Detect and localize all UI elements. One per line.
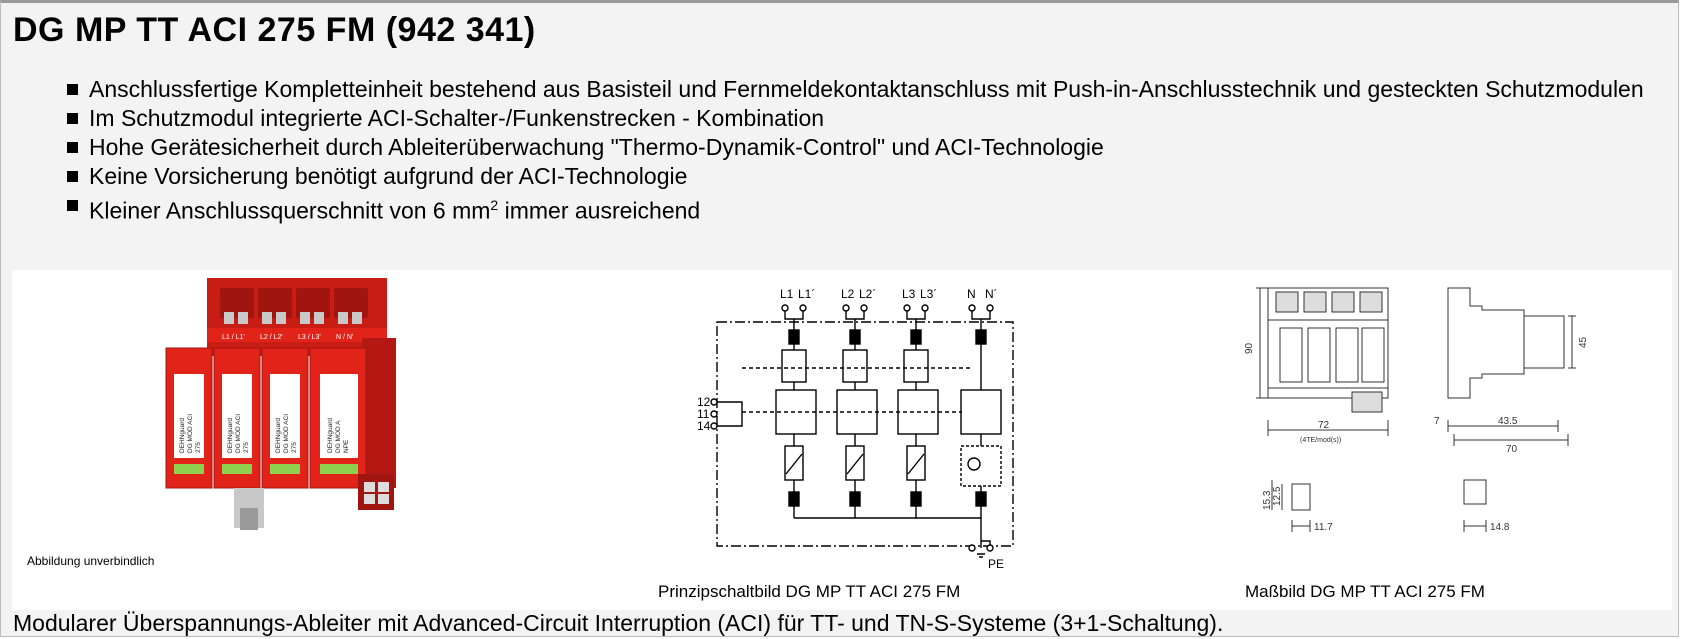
feature-item: Im Schutzmodul integrierte ACI-Schalter-… — [67, 104, 1647, 133]
product-description: Modularer Überspannungs-Ableiter mit Adv… — [13, 610, 1224, 636]
dimension-label: 90 — [1244, 342, 1255, 354]
terminal-label: N / N' — [336, 334, 353, 341]
bullet-square-icon — [67, 142, 78, 153]
signal-contact-label: 11 — [697, 407, 710, 421]
dimension-label: (4TE/mod(s)) — [1300, 437, 1341, 444]
terminal-label: L3 / L3' — [298, 334, 321, 341]
terminal-label: L1´ — [798, 287, 815, 301]
terminal-label: L2 — [841, 287, 855, 301]
module-label: DEHNguard — [327, 418, 334, 453]
terminal-label: L3 — [902, 287, 916, 301]
dimension-label: 72 — [1318, 420, 1330, 431]
circuit-schematic: L1 L1´ L2 L2´ L3 L3´ N N´ 12 11 14 PE — [697, 287, 1014, 571]
module-label: DEHNguard — [227, 418, 234, 453]
dimension-caption: Maßbild DG MP TT ACI 275 FM — [1245, 582, 1485, 601]
terminal-label: L2 / L2' — [260, 334, 283, 341]
bullet-square-icon — [67, 200, 78, 211]
dimension-label: 43.5 — [1498, 416, 1518, 427]
module-label: DG MOD ACI — [187, 414, 194, 453]
superscript: 2 — [490, 197, 499, 213]
bullet-square-icon — [67, 171, 78, 182]
feature-item: Keine Vorsicherung benötigt aufgrund der… — [67, 162, 1647, 191]
dimension-label: 15.3 — [1262, 490, 1273, 510]
dimension-label: 11.7 — [1314, 522, 1333, 533]
feature-text: Kleiner Anschlussquerschnitt von 6 mm — [89, 197, 491, 224]
product-title: DG MP TT ACI 275 FM (942 341) — [13, 11, 536, 49]
feature-text: immer ausreichend — [498, 197, 701, 224]
dimension-label: 14.8 — [1490, 522, 1510, 533]
feature-list: Anschlussfertige Kompletteinheit bestehe… — [67, 75, 1647, 226]
signal-contact-label: 12 — [697, 395, 711, 409]
feature-text: Im Schutzmodul integrierte ACI-Schalter-… — [89, 105, 825, 131]
bullet-square-icon — [67, 84, 78, 95]
terminal-label: N´ — [985, 287, 998, 301]
module-label: 275 — [195, 442, 202, 453]
feature-text: Keine Vorsicherung benötigt aufgrund der… — [89, 163, 688, 189]
pe-label: PE — [988, 557, 1004, 571]
feature-text: Anschlussfertige Kompletteinheit bestehe… — [89, 76, 1644, 102]
feature-item: Hohe Gerätesicherheit durch Ableiterüber… — [67, 133, 1647, 162]
module-label: 275 — [243, 442, 250, 453]
terminal-label: L3´ — [920, 287, 937, 301]
terminal-label: N — [967, 287, 976, 301]
module-label: DG MOD ACI — [235, 414, 242, 453]
module-label: NPE — [343, 439, 350, 453]
module-label: DG MOD A — [335, 420, 342, 453]
dimension-label: 70 — [1506, 444, 1518, 455]
schematic-caption: Prinzipschaltbild DG MP TT ACI 275 FM — [658, 582, 961, 601]
feature-text: Hohe Gerätesicherheit durch Ableiterüber… — [89, 134, 1104, 160]
signal-contact-label: 14 — [697, 419, 711, 433]
dimension-label: 45 — [1578, 336, 1589, 348]
image-panel: L1 / L1' L2 / L2' L3 / L3' N / N' DEHNgu… — [12, 270, 1672, 610]
terminal-label: L1 — [780, 287, 794, 301]
image-caption: Abbildung unverbindlich — [27, 554, 155, 568]
bullet-square-icon — [67, 113, 78, 124]
module-label: 275 — [291, 442, 298, 453]
product-image: L1 / L1' L2 / L2' L3 / L3' N / N' DEHNgu… — [165, 278, 396, 530]
module-label: DG MOD ACI — [283, 414, 290, 453]
dimension-label: 12.5 — [1272, 486, 1283, 506]
feature-item: Anschlussfertige Kompletteinheit bestehe… — [67, 75, 1647, 104]
module-label: DEHNguard — [179, 418, 186, 453]
feature-item: Kleiner Anschlussquerschnitt von 6 mm2 i… — [67, 191, 1647, 226]
dimension-drawing: 90 72 (4TE/mod(s)) 70 43.5 7 45 15.3 12.… — [1244, 287, 1589, 533]
terminal-label: L2´ — [859, 287, 876, 301]
dimension-label: 7 — [1434, 416, 1440, 427]
module-label: DEHNguard — [275, 418, 282, 453]
terminal-label: L1 / L1' — [222, 334, 245, 341]
